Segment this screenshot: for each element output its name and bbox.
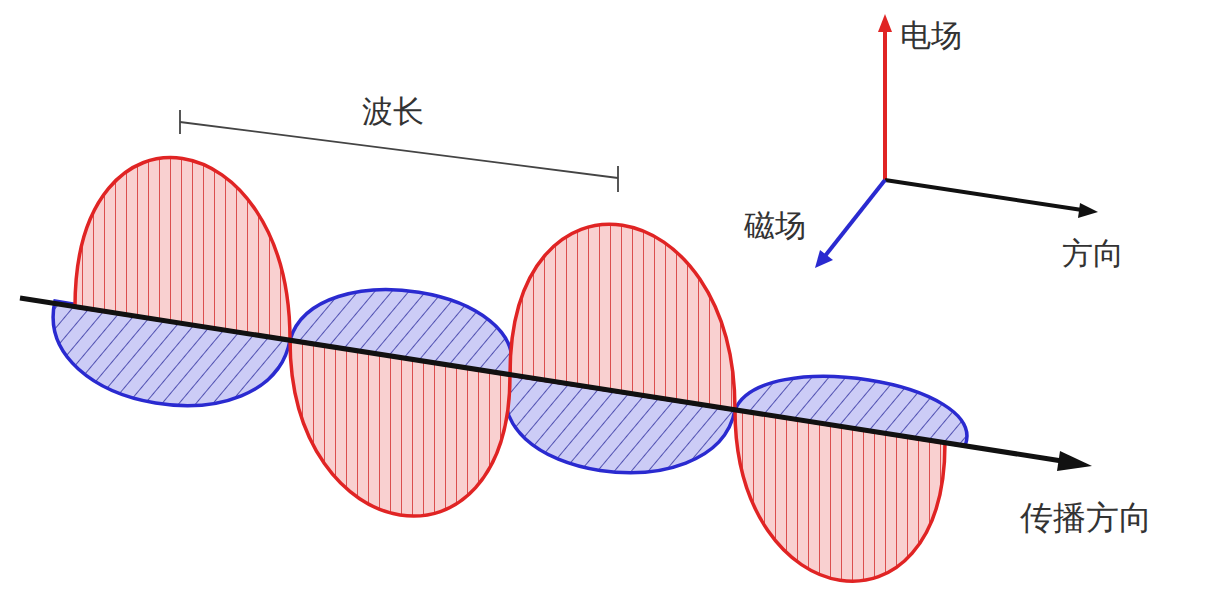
electric-field-lobes <box>75 158 945 582</box>
electric-lobe <box>290 340 510 516</box>
axis-label: 磁场 <box>744 208 806 242</box>
axis-arrowhead <box>1057 451 1092 471</box>
axis-label: 电场 <box>900 18 962 52</box>
propagation-axis <box>20 298 1062 461</box>
axes-icon <box>815 14 1098 268</box>
axis-label: 传播方向 <box>1020 500 1152 536</box>
axis-label: 方向 <box>1062 236 1124 270</box>
wavelength-label: 波长 <box>362 94 424 128</box>
